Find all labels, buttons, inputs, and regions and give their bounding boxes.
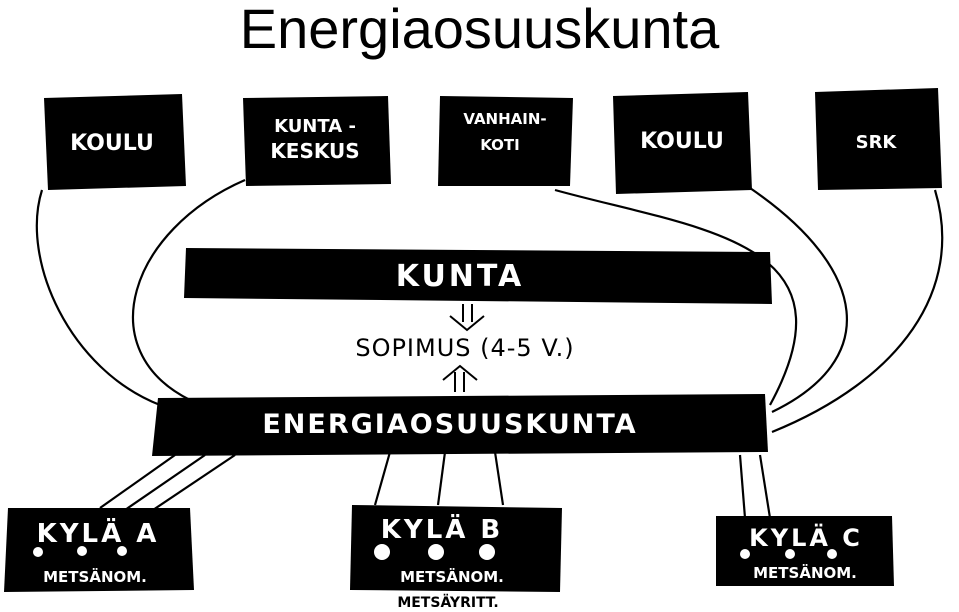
village-a-member-label: METSÄNOM.: [43, 567, 147, 586]
arrow-up: [442, 364, 478, 392]
member-dot: [374, 544, 390, 560]
kunta-bar: KUNTA: [184, 248, 772, 304]
link-kyla-b-2: [436, 451, 447, 506]
arrow-down: [449, 304, 485, 332]
box-vanhainkoti: VANHAIN- KOTI: [438, 96, 573, 186]
member-dot: [33, 547, 43, 557]
link-kyla-b-3: [493, 451, 505, 506]
box-kuntakeskus-line2: KESKUS: [270, 139, 359, 163]
member-dot: [740, 549, 750, 559]
village-a: KYLÄ A METSÄNOM.: [4, 508, 194, 592]
link-kyla-a-2: [124, 454, 206, 511]
link-kyla-b-1: [373, 451, 392, 506]
box-kuntakeskus: KUNTA - KESKUS: [243, 96, 391, 186]
agreement-label: SOPIMUS (4-5 V.): [355, 334, 574, 362]
link-kyla-c-1: [738, 454, 747, 519]
connections: [35, 178, 944, 519]
link-kyla-c-2: [758, 454, 772, 519]
link-kuntakeskus-coop: [131, 178, 246, 401]
member-dot: [117, 546, 127, 556]
village-c: KYLÄ C METSÄNOM.: [716, 516, 894, 586]
link-koulu2-coop: [749, 187, 848, 413]
link-kyla-a-3: [149, 454, 236, 513]
box-kuntakeskus-line1: KUNTA -: [274, 116, 356, 137]
village-b-member-label: METSÄNOM.: [400, 567, 504, 586]
arrows: [442, 304, 485, 392]
box-srk: SRK: [815, 88, 942, 190]
member-dot: [77, 546, 87, 556]
member-dot: [827, 549, 837, 559]
coop-label: ENERGIAOSUUSKUNTA: [262, 409, 637, 440]
box-vanhainkoti-line2: KOTI: [480, 136, 520, 154]
village-c-member-label: METSÄNOM.: [753, 563, 857, 582]
village-b-extra-label: METSÄYRITT.: [397, 594, 498, 611]
village-b: KYLÄ B METSÄNOM. METSÄYRITT.: [350, 505, 562, 611]
member-dot: [479, 544, 495, 560]
member-dot: [785, 549, 795, 559]
village-b-name: KYLÄ B: [381, 513, 504, 545]
village-c-name: KYLÄ C: [749, 523, 863, 552]
link-vanhainkoti-coop: [554, 188, 798, 406]
box-koulu-2-label: KOULU: [640, 129, 724, 154]
kunta-label: KUNTA: [396, 259, 525, 294]
village-a-name: KYLÄ A: [37, 517, 160, 549]
page-title: Energiaosuuskunta: [239, 0, 720, 60]
box-koulu-2: KOULU: [613, 92, 752, 194]
coop-bar: ENERGIAOSUUSKUNTA: [152, 394, 768, 456]
link-srk-coop: [771, 189, 944, 434]
box-koulu-1: KOULU: [44, 94, 186, 190]
link-koulu1-coop: [35, 189, 161, 407]
box-koulu-1-label: KOULU: [70, 131, 154, 156]
member-dot: [428, 544, 444, 560]
box-vanhainkoti-line1: VANHAIN-: [463, 110, 546, 128]
box-srk-label: SRK: [856, 132, 898, 153]
top-boxes: KOULU KUNTA - KESKUS VANHAIN- KOTI KOULU…: [44, 88, 942, 194]
link-kyla-a-1: [99, 454, 176, 509]
